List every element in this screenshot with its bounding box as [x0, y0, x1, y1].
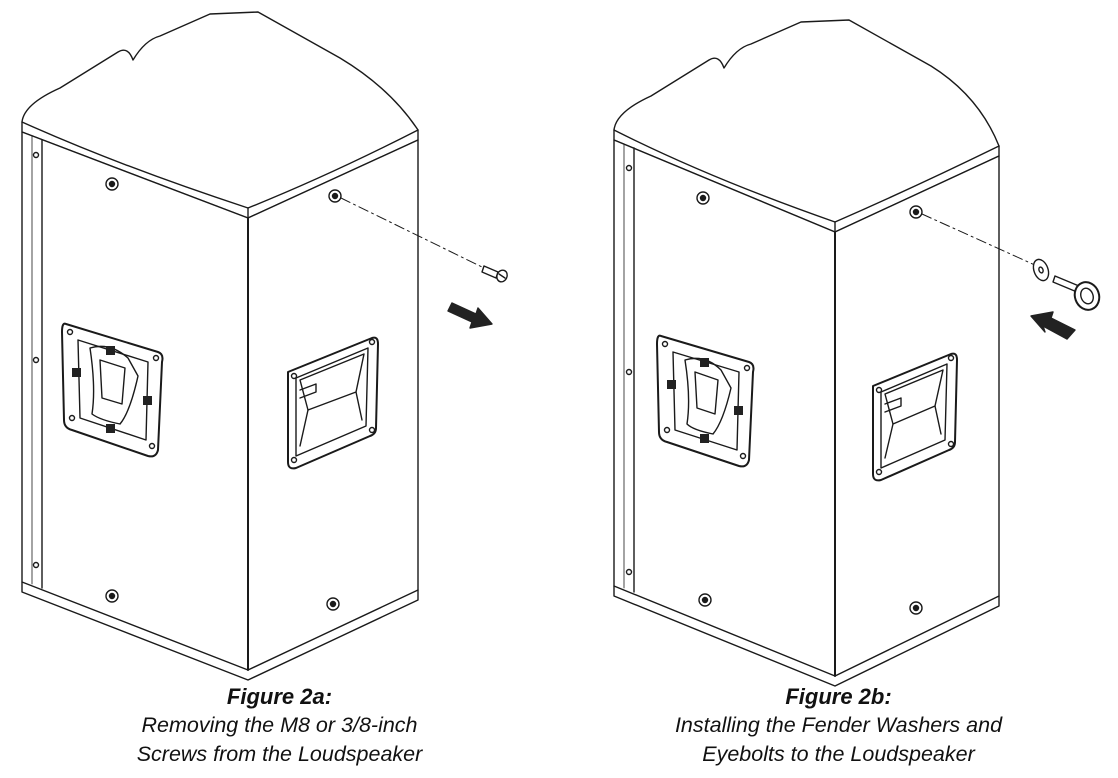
figure-caption: Figure 2a: Removing the M8 or 3/8-inch S…	[0, 682, 559, 769]
mounting-holes	[625, 164, 923, 615]
front-handle	[61, 322, 164, 458]
figure-2b: Figure 2b: Installing the Fender Washers…	[559, 0, 1118, 778]
caption-line-1: Removing the M8 or 3/8-inch	[141, 713, 418, 737]
alignment-line	[340, 197, 485, 269]
install-arrow-icon	[1030, 311, 1076, 340]
screw	[481, 265, 508, 283]
mounting-holes	[32, 151, 342, 611]
loudspeaker-cabinet	[21, 11, 419, 681]
removal-arrow-icon	[447, 302, 493, 329]
figure-title: Figure 2a:	[226, 684, 333, 709]
loudspeaker-illustration-2a	[21, 11, 508, 681]
figure-2a: Figure 2a: Removing the M8 or 3/8-inch S…	[0, 11, 559, 769]
cabinet-top	[613, 19, 1000, 223]
caption-line-1: Installing the Fender Washers and	[674, 713, 1003, 737]
fender-washer	[1032, 258, 1050, 282]
figure-title: Figure 2b:	[785, 684, 892, 709]
cabinet-top	[21, 11, 419, 209]
loudspeaker-illustration-2b	[613, 19, 1101, 687]
caption-line-2: Eyebolts to the Loudspeaker	[702, 742, 975, 766]
eyebolt	[1052, 275, 1101, 311]
caption-line-2: Screws from the Loudspeaker	[136, 742, 423, 766]
alignment-line	[921, 213, 1038, 267]
side-handle	[872, 352, 958, 482]
front-handle	[656, 334, 755, 468]
figure-caption: Figure 2b: Installing the Fender Washers…	[559, 682, 1118, 769]
side-handle	[287, 336, 379, 470]
